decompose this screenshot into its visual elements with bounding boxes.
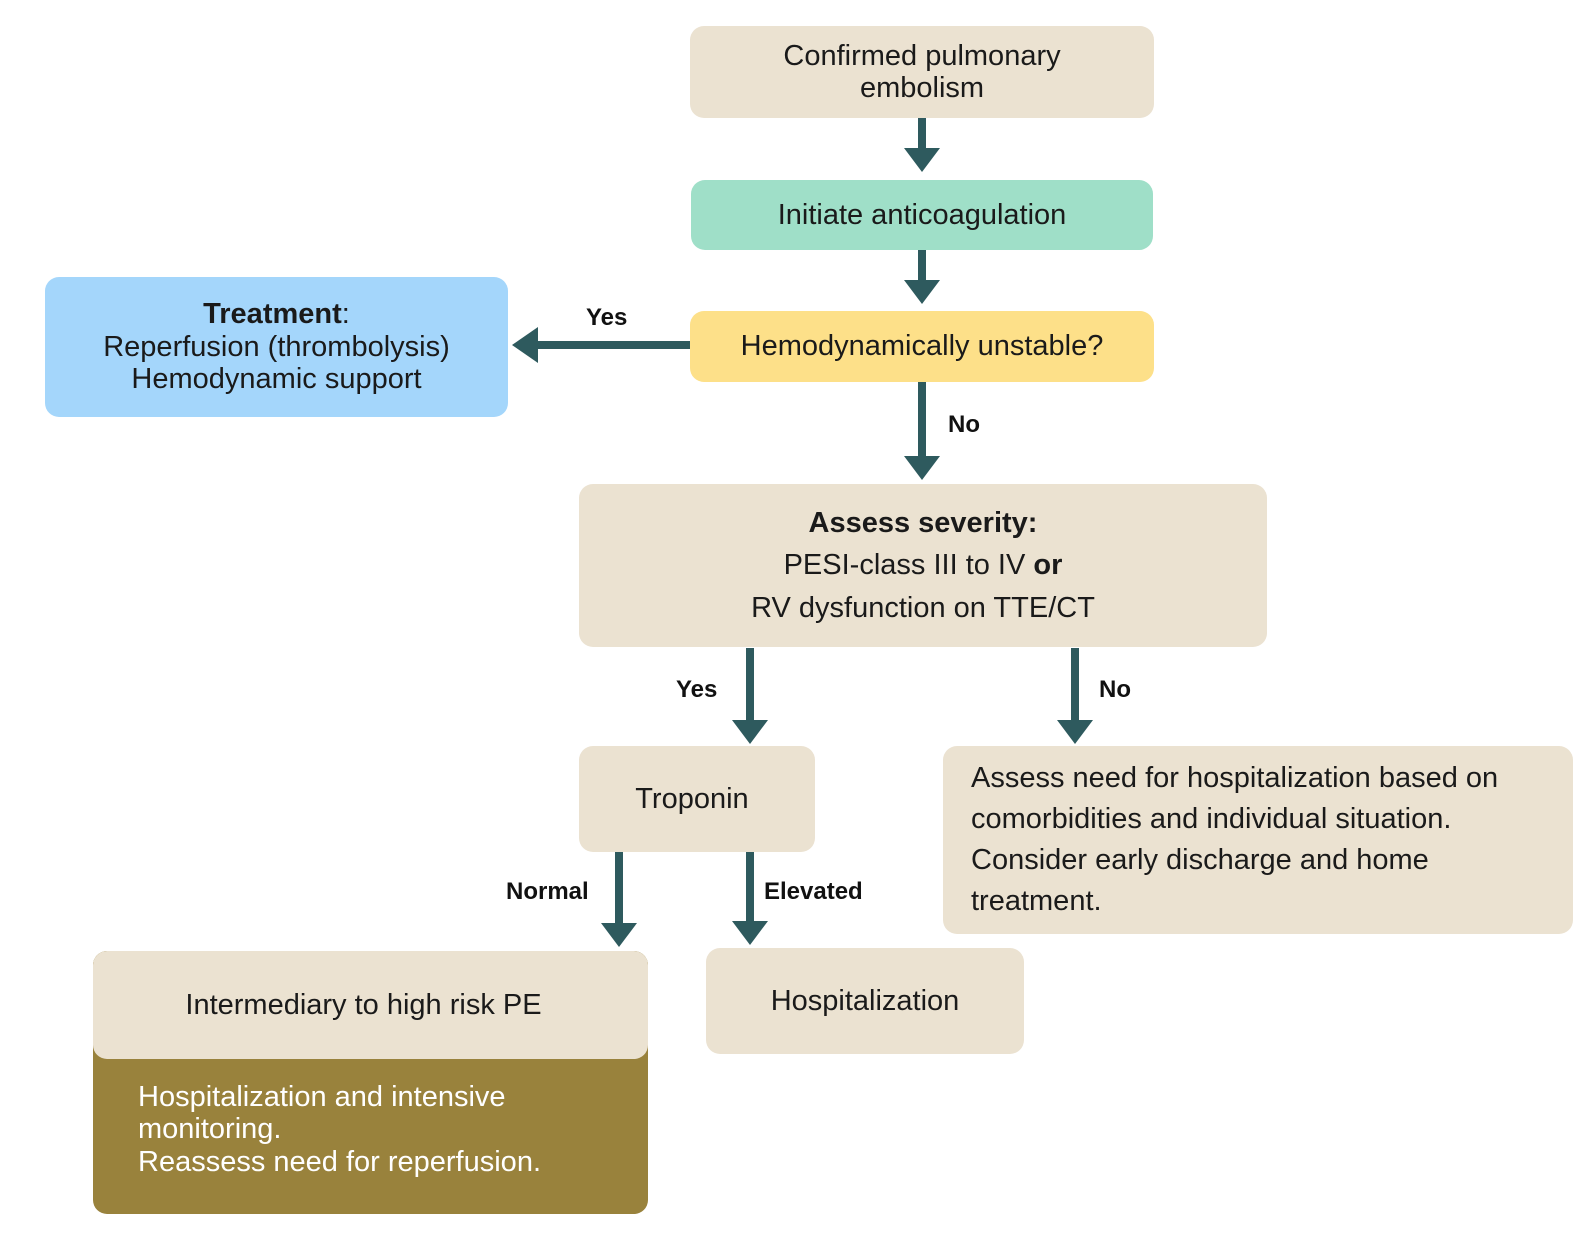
treatment-line-reperfusion: Reperfusion (thrombolysis) xyxy=(103,330,450,363)
node-outpatient-assessment: Assess need for hospitalization based on… xyxy=(943,746,1573,934)
node-intermediate-risk: Intermediary to high risk PE xyxy=(93,951,648,1059)
severity-heading: Assess severity: xyxy=(809,502,1038,544)
severity-line1-text: PESI-class III to IV xyxy=(783,549,1034,582)
edge-label-severity-no: No xyxy=(1099,676,1131,703)
outpatient-line2: comorbidities and individual situation. xyxy=(971,802,1452,835)
node-hospitalization: Hospitalization xyxy=(706,948,1024,1054)
outpatient-line3: Consider early discharge and home xyxy=(971,844,1429,876)
edge-label-troponin-elevated: Elevated xyxy=(764,878,863,905)
node-assess-severity: Assess severity: PESI-class III to IV or… xyxy=(579,484,1267,647)
node-intensive-monitoring: Hospitalization and intensive monitoring… xyxy=(138,1081,638,1178)
treatment-line-support: Hemodynamic support xyxy=(131,363,422,396)
arrow-troponin-to-intermediate-risk xyxy=(601,852,637,947)
outpatient-line1: Assess need for hospitalization based on xyxy=(971,761,1499,794)
node-intermediate-risk-group: Intermediary to high risk PE Hospitaliza… xyxy=(93,951,648,1214)
node-initiate-anticoagulation: Initiate anticoagulation xyxy=(691,180,1153,250)
node-troponin-text: Troponin xyxy=(635,782,749,815)
edge-label-unstable-yes: Yes xyxy=(586,304,628,331)
severity-or: or xyxy=(1033,549,1063,582)
treatment-heading: Treatment xyxy=(203,298,342,331)
intensive-line1: Hospitalization and intensive xyxy=(138,1081,506,1113)
arrow-unstable-to-treatment xyxy=(512,327,690,363)
arrow-anticoagulation-to-unstable xyxy=(904,248,940,304)
arrow-unstable-to-severity xyxy=(904,382,940,480)
arrow-severity-to-troponin xyxy=(732,648,768,744)
treatment-heading-colon: : xyxy=(341,298,350,331)
edge-label-unstable-no: No xyxy=(948,411,980,438)
node-initiate-anticoagulation-text: Initiate anticoagulation xyxy=(777,198,1067,231)
arrow-troponin-to-hospitalization xyxy=(732,852,768,945)
node-treatment: Treatment: Reperfusion (thrombolysis) He… xyxy=(45,277,508,417)
severity-line2: RV dysfunction on TTE/CT xyxy=(751,591,1095,624)
treatment-heading-line: Treatment: xyxy=(203,298,350,330)
node-hemodynamically-unstable: Hemodynamically unstable? xyxy=(690,311,1154,382)
edge-label-severity-yes: Yes xyxy=(676,676,718,703)
intensive-line2: monitoring. xyxy=(138,1113,282,1146)
outpatient-line4: treatment. xyxy=(971,885,1102,918)
node-hemodynamically-unstable-text: Hemodynamically unstable? xyxy=(740,330,1104,363)
node-confirmed-pe-line2: embolism xyxy=(859,72,985,104)
edge-label-troponin-normal: Normal xyxy=(506,878,589,905)
intensive-line3: Reassess need for reperfusion. xyxy=(138,1145,541,1178)
arrow-confirmed-to-anticoagulation xyxy=(904,118,940,172)
severity-line1: PESI-class III to IV or xyxy=(784,544,1063,586)
arrow-severity-to-outpatient xyxy=(1057,648,1093,744)
node-hospitalization-text: Hospitalization xyxy=(770,984,960,1017)
node-troponin: Troponin xyxy=(579,746,815,852)
severity-heading-text: Assess severity: xyxy=(808,507,1038,540)
node-confirmed-pe: Confirmed pulmonary embolism xyxy=(690,26,1154,118)
node-confirmed-pe-line1: Confirmed pulmonary xyxy=(783,39,1061,72)
node-intermediate-risk-text: Intermediary to high risk PE xyxy=(185,988,542,1021)
